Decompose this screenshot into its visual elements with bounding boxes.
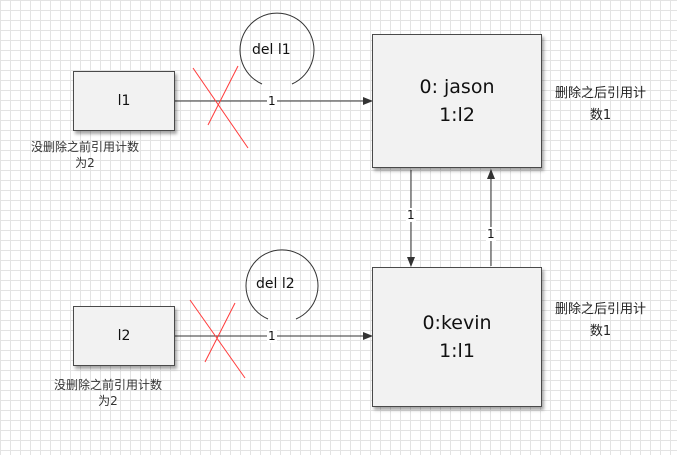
node-l1-label: l1 (117, 93, 131, 109)
note-after-obj2-line2: 数1 (589, 324, 612, 339)
cross-l1-b (207, 65, 239, 126)
node-l2: l2 (73, 306, 175, 366)
note-before-l2-line2: 为2 (98, 394, 118, 408)
object-jason-line2: 1:l2 (439, 104, 475, 126)
note-before-l1: 没删除之前引用计数 为2 (10, 139, 160, 171)
object-kevin-line2: 1:l1 (439, 340, 475, 362)
object-jason: 0: jason 1:l2 (372, 34, 542, 168)
object-kevin: 0:kevin 1:l1 (372, 267, 542, 407)
object-jason-line1: 0: jason (419, 76, 495, 98)
cross-l2-a (189, 299, 246, 379)
note-after-obj2-line1: 删除之后引用计 (554, 302, 646, 317)
note-after-obj1-line1: 删除之后引用计 (554, 86, 646, 101)
edge-label-obj1-obj2: 1 (406, 208, 416, 222)
del-l1-circle (239, 12, 315, 85)
note-before-l2: 没删除之前引用计数 为2 (33, 377, 183, 409)
del-l2-label: del l2 (256, 276, 295, 292)
edge-label-l1-obj1: 1 (267, 94, 277, 108)
cross-l2-b (204, 302, 236, 363)
cross-l1-a (192, 67, 249, 149)
note-after-obj1: 删除之后引用计 数1 (538, 83, 663, 127)
edge-label-obj2-obj1: 1 (486, 227, 496, 241)
edge-label-l2-obj2: 1 (267, 329, 277, 343)
node-l1: l1 (73, 71, 175, 131)
object-kevin-line1: 0:kevin (422, 312, 492, 334)
note-after-obj1-line2: 数1 (589, 108, 612, 123)
note-before-l1-line2: 为2 (75, 156, 95, 170)
del-l2-circle (245, 249, 319, 320)
note-before-l2-line1: 没删除之前引用计数 (53, 378, 162, 392)
note-after-obj2: 删除之后引用计 数1 (538, 299, 663, 343)
del-l1-label: del l1 (252, 42, 291, 58)
note-before-l1-line1: 没删除之前引用计数 (30, 140, 139, 154)
node-l2-label: l2 (117, 328, 131, 344)
